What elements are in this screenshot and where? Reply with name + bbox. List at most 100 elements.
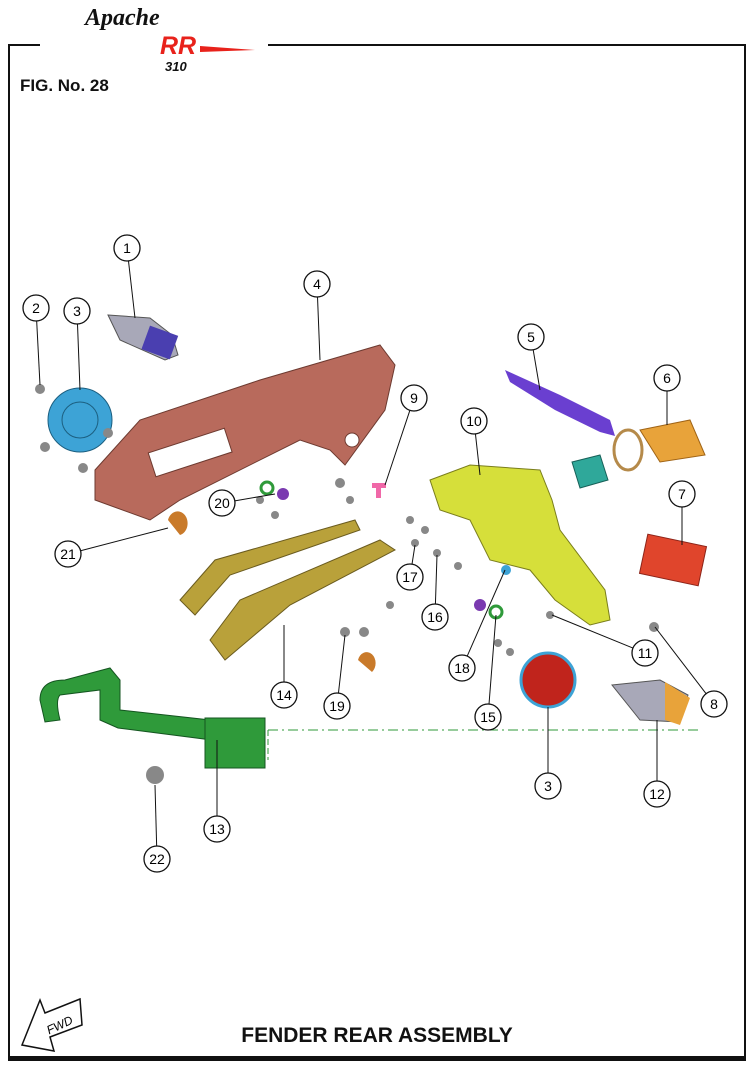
- callout-circle: [517, 323, 545, 351]
- callout-1: 1: [113, 234, 141, 319]
- leader-line: [434, 554, 438, 605]
- callout-circle: [303, 270, 331, 298]
- callout-circle: [448, 654, 476, 682]
- callout-15: 15: [474, 614, 502, 731]
- callout-circle: [396, 563, 424, 591]
- callout-number: 21: [60, 546, 76, 562]
- part-stay: [179, 519, 361, 616]
- callout-number: 7: [678, 486, 686, 502]
- callout-6: 6: [653, 364, 681, 425]
- leader-line: [532, 349, 541, 391]
- callout-14: 14: [270, 625, 298, 709]
- callout-3: 3: [534, 707, 562, 800]
- callout-17: 17: [396, 544, 424, 591]
- callout-number: 17: [402, 569, 418, 585]
- callout-number: 16: [427, 609, 443, 625]
- logo-number: 310: [165, 59, 187, 74]
- callout-18: 18: [448, 569, 506, 682]
- leader-line: [654, 626, 707, 694]
- forward-direction-indicator: FWD: [20, 995, 90, 1060]
- leader-line: [76, 323, 81, 391]
- callout-19: 19: [323, 634, 351, 720]
- callout-number: 3: [73, 303, 81, 319]
- leader-line: [466, 569, 506, 657]
- callout-number: 19: [329, 698, 345, 714]
- callout-number: 10: [466, 413, 482, 429]
- callout-circle: [208, 489, 236, 517]
- callout-number: 2: [32, 300, 40, 316]
- callout-circle: [421, 603, 449, 631]
- callout-22: 22: [143, 784, 171, 873]
- callout-circle: [653, 364, 681, 392]
- callout-number: 6: [663, 370, 671, 386]
- callout-21: 21: [54, 527, 169, 568]
- leader-line: [474, 433, 481, 476]
- callout-circle: [270, 681, 298, 709]
- callout-circle: [534, 772, 562, 800]
- callout-3: 3: [63, 297, 91, 391]
- callout-circle: [54, 540, 82, 568]
- part-wire-clip: [505, 370, 615, 436]
- callout-number: 9: [410, 390, 418, 406]
- callout-circle: [631, 639, 659, 667]
- leader-line: [411, 544, 416, 565]
- callout-circle: [700, 690, 728, 718]
- diagram-title: FENDER REAR ASSEMBLY: [241, 1024, 513, 1047]
- part-grab-rail: [39, 667, 213, 741]
- leader-line: [127, 260, 136, 319]
- callout-number: 5: [527, 329, 535, 345]
- part-license-bracket: [429, 464, 611, 626]
- logo: Apache RR 310: [40, 0, 270, 79]
- leader-line: [317, 296, 321, 361]
- callout-7: 7: [668, 480, 696, 545]
- callout-circle: [400, 384, 428, 412]
- callout-circle: [143, 845, 171, 873]
- callout-circle: [113, 234, 141, 262]
- callout-number: 14: [276, 687, 292, 703]
- leader-line: [384, 410, 411, 486]
- callout-2: 2: [22, 294, 50, 386]
- callout-20: 20: [208, 489, 276, 517]
- leader-line: [234, 493, 276, 502]
- callout-circle: [643, 780, 671, 808]
- figure-label: FIG. No. 28: [20, 76, 109, 95]
- callout-number: 11: [638, 645, 653, 661]
- callout-circle: [460, 407, 488, 435]
- part-number-plate-light: [638, 533, 708, 587]
- part-reflector-right: [519, 651, 577, 709]
- frame-top-left: [8, 44, 40, 46]
- leader-line: [337, 634, 346, 694]
- forward-arrow-icon: [20, 997, 83, 1052]
- callout-number: 18: [454, 660, 470, 676]
- callout-circle: [22, 294, 50, 322]
- part-license-lamp-lens: [639, 419, 706, 463]
- callout-8: 8: [654, 626, 728, 718]
- callout-number: 4: [313, 276, 321, 292]
- callout-number: 15: [480, 709, 496, 725]
- callout-number: 1: [123, 240, 131, 256]
- callout-number: 3: [544, 778, 552, 794]
- leader-line: [36, 320, 41, 386]
- callout-number: 22: [149, 851, 165, 867]
- callout-circle: [668, 480, 696, 508]
- callout-circle: [203, 815, 231, 843]
- callout-circle: [474, 703, 502, 731]
- leader-line: [154, 784, 158, 847]
- callout-number: 20: [214, 495, 230, 511]
- callout-13: 13: [203, 740, 231, 843]
- callout-number: 12: [649, 786, 665, 802]
- frame-top-right: [268, 44, 746, 46]
- leader-line: [551, 614, 634, 649]
- callout-16: 16: [421, 554, 449, 631]
- parts: [35, 314, 708, 784]
- callout-number: 8: [710, 696, 718, 712]
- callout-number: 13: [209, 821, 225, 837]
- logo-model: RR: [160, 32, 196, 60]
- part-rear-mudguard: [94, 344, 396, 521]
- leader-line: [80, 527, 169, 552]
- callout-10: 10: [460, 407, 488, 476]
- leader-line: [488, 614, 497, 705]
- callout-12: 12: [643, 720, 671, 808]
